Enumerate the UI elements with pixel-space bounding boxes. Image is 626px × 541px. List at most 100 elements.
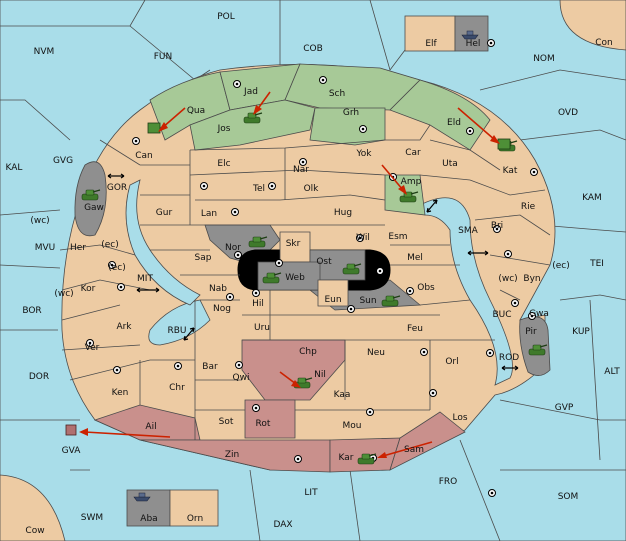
label-uru: Uru [254, 323, 270, 333]
region-ail[interactable] [93, 404, 201, 441]
label-ail: Ail [145, 422, 156, 432]
region-eun[interactable] [317, 279, 349, 307]
unit-marker-kat[interactable] [497, 138, 511, 150]
order-arrows [79, 91, 500, 458]
label-ver: Ver [85, 343, 100, 353]
label-uta: Uta [442, 159, 458, 169]
label-hil: Hil [252, 299, 264, 309]
label-ost: Ost [316, 257, 332, 267]
label-cow: Cow [25, 526, 44, 536]
label-orl: Orl [445, 357, 458, 367]
label-can: Can [135, 151, 153, 161]
supply-centers [86, 39, 538, 497]
label-sma: SMA [458, 226, 478, 236]
coast-notes: (wc) (ec) (ec) (wc) (wc) (ec) [30, 216, 569, 299]
label-hel: Hel [466, 39, 481, 49]
label-neu: Neu [367, 348, 385, 358]
label-sch: Sch [329, 89, 345, 99]
label-kat: Kat [503, 166, 518, 176]
label-som: SOM [558, 492, 579, 502]
label-nog: Nog [213, 304, 231, 314]
label-pir: Pir [525, 327, 537, 337]
label-nab: Nab [209, 284, 227, 294]
label-sun: Sun [359, 296, 376, 306]
label-web: Web [285, 273, 305, 283]
label-bar: Bar [202, 362, 218, 372]
label-kal: KAL [6, 163, 23, 173]
unit-marker-can[interactable] [147, 122, 161, 134]
label-elc: Elc [217, 159, 230, 169]
label-jad: Jad [243, 87, 258, 97]
label-skr: Skr [286, 239, 301, 249]
label-lit: LIT [304, 488, 318, 498]
label-olk: Olk [304, 184, 320, 194]
label-her: Her [70, 243, 86, 253]
land-labels: Elf Hel Qua Jad Sch Jos Grh Eld Can Elc … [70, 39, 549, 524]
coast-note: (wc) [30, 216, 49, 226]
region-jos[interactable] [189, 99, 316, 151]
label-tei: TEI [589, 259, 604, 269]
label-eun: Eun [324, 295, 341, 305]
label-nor: Nor [225, 243, 241, 253]
label-lan: Lan [201, 209, 217, 219]
region-eld[interactable] [389, 79, 491, 151]
label-kup: KUP [572, 327, 590, 337]
label-ovd: OVD [558, 108, 578, 118]
label-fro: FRO [439, 477, 458, 487]
label-mel: Mel [407, 253, 423, 263]
label-chp: Chp [299, 347, 317, 357]
label-mou: Mou [343, 421, 362, 431]
label-elf: Elf [425, 39, 437, 49]
label-sot: Sot [219, 417, 234, 427]
land-boundaries [59, 124, 551, 440]
label-esm: Esm [388, 232, 407, 242]
label-byn: Byn [523, 274, 540, 284]
label-ken: Ken [112, 388, 129, 398]
region-orn[interactable] [169, 489, 219, 527]
label-gor: GOR [107, 183, 127, 193]
label-rie: Rie [521, 202, 536, 212]
label-amp: Amp [401, 177, 422, 187]
label-gwa: Gwa [529, 309, 549, 319]
label-rot: Rot [256, 419, 271, 429]
label-buc: BUC [492, 310, 511, 320]
label-yok: Yok [355, 149, 372, 159]
label-obs: Obs [417, 283, 435, 293]
label-chr: Chr [169, 383, 185, 393]
region-sam[interactable] [389, 411, 466, 471]
label-con: Con [595, 38, 613, 48]
label-gaw: Gaw [84, 203, 104, 213]
label-gvg: GVG [53, 156, 73, 166]
unit-marker-gva[interactable] [65, 424, 77, 436]
coast-links [107, 173, 519, 371]
region-grh[interactable] [309, 107, 386, 146]
coast-note: (wc) [498, 274, 517, 284]
label-los: Los [452, 413, 467, 423]
label-nil: Nil [314, 370, 326, 380]
coast-note: (ec) [101, 240, 119, 250]
label-dor: DOR [29, 372, 49, 382]
coast-note: (ec) [552, 261, 570, 271]
sea-labels: POL NVM FUN COB NOM Con OVD KAL GVG GOR … [6, 12, 621, 536]
label-pol: POL [217, 12, 235, 22]
region-elf[interactable] [404, 15, 456, 52]
label-mit: MIT [137, 274, 153, 284]
label-qwi: Qwi [233, 373, 250, 383]
label-dax: DAX [273, 520, 292, 530]
label-mvu: MVU [35, 243, 56, 253]
units [65, 30, 548, 502]
label-swm: SWM [81, 513, 103, 523]
label-sam: Sam [404, 445, 424, 455]
sea-sma-channel [419, 197, 513, 386]
label-jos: Jos [217, 124, 231, 134]
label-eld: Eld [447, 118, 461, 128]
label-kor: Kor [81, 284, 96, 294]
region-aba[interactable] [126, 489, 171, 527]
label-nom: NOM [533, 54, 555, 64]
label-nar: Nar [293, 165, 309, 175]
sea-mit-channel [125, 179, 201, 306]
label-rod: ROD [499, 353, 519, 363]
label-alt: ALT [604, 367, 620, 377]
